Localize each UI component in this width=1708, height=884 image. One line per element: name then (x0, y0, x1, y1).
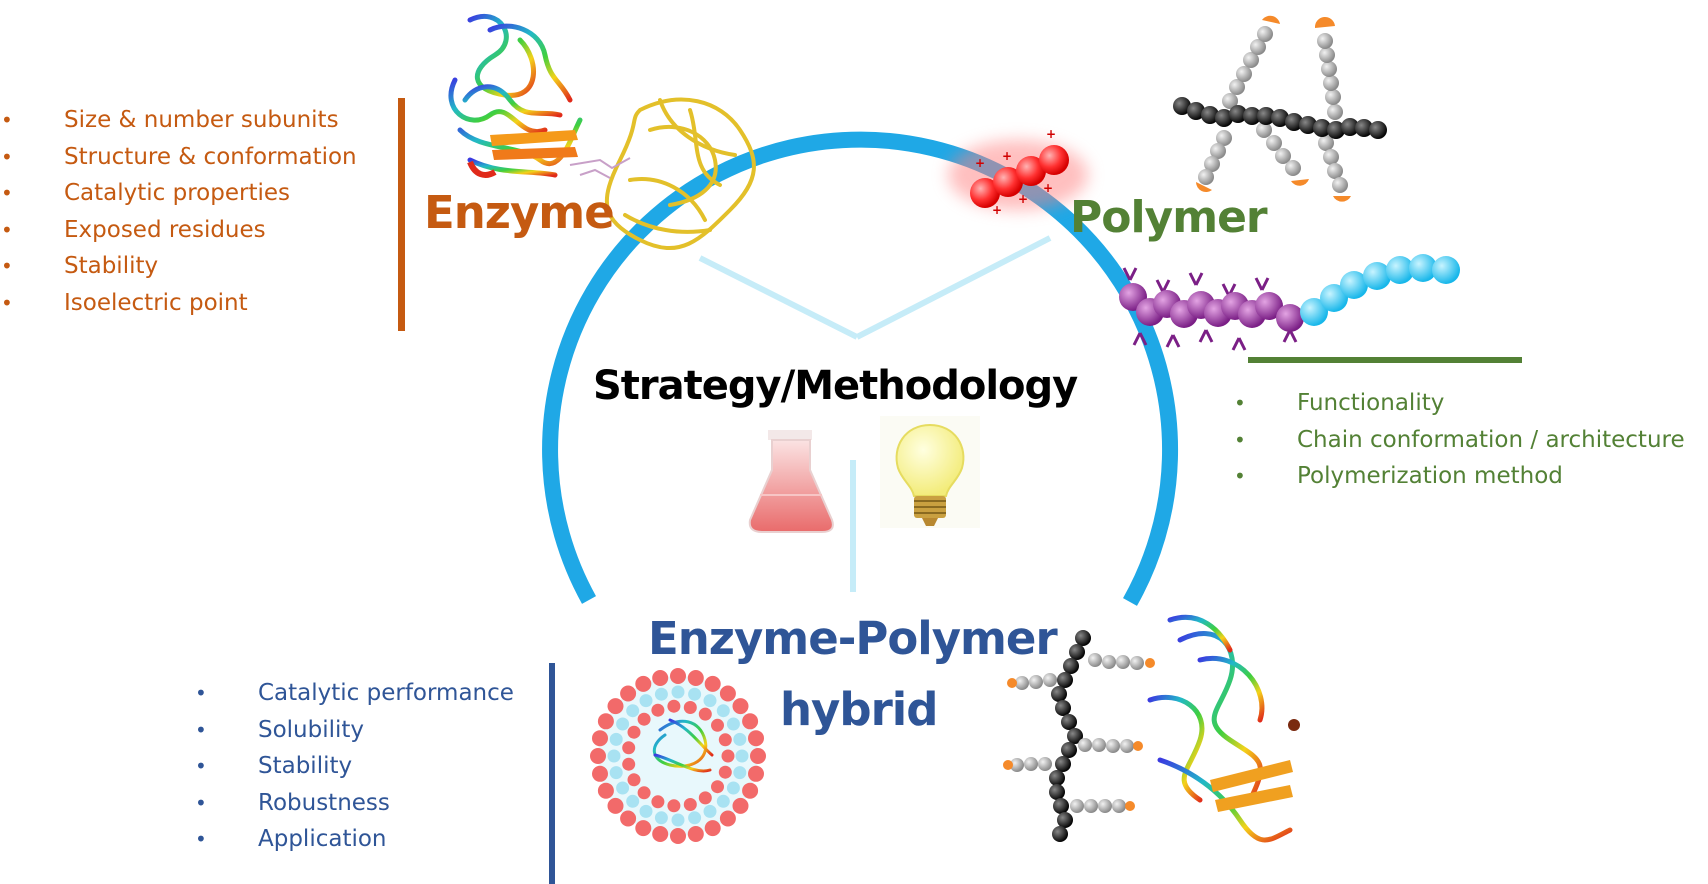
bullet-icon: • (1234, 391, 1246, 415)
strategy-methodology-title: Strategy/Methodology (593, 363, 1078, 409)
list-item-label: Stability (64, 253, 159, 279)
svg-text:+: + (975, 156, 985, 170)
svg-text:+: + (1002, 149, 1012, 163)
list-item-label: Catalytic performance (258, 680, 514, 706)
enzyme-ribbon-rainbow-icon (448, 13, 583, 178)
bullet-icon: • (1234, 464, 1246, 488)
bullet-icon: • (195, 827, 207, 851)
block-copolymer-icon (1119, 254, 1460, 351)
polymer-divider (1248, 357, 1522, 363)
bullet-icon: • (1, 108, 13, 132)
list-item-label: Stability (258, 753, 353, 779)
list-item: • Structure & conformation (1, 139, 357, 176)
bullet-icon: • (1234, 427, 1246, 452)
bullet-icon: • (1, 181, 13, 205)
list-item: • Application (195, 821, 514, 858)
list-item: • Stability (1, 248, 357, 285)
list-item: • Functionality (1234, 385, 1685, 422)
polymer-properties-list: • Functionality • Chain conformation / arc… (1234, 385, 1685, 495)
enzyme-divider (398, 98, 405, 331)
enzyme-polymer-conjugate-icon (1003, 614, 1300, 843)
list-item: • Catalytic performance (195, 675, 514, 712)
bullet-icon: • (195, 754, 207, 778)
hybrid-properties-list: • Catalytic performance • Solubility • Stab… (195, 675, 514, 858)
list-item: • Size & number subunits (1, 102, 357, 139)
list-item: • Polymerization method (1234, 458, 1685, 495)
red-glow-chain-icon: + + + + + + (948, 127, 1088, 217)
lightbulb-icon (880, 416, 980, 528)
list-item: • Robustness (195, 785, 514, 822)
list-item: • Stability (195, 748, 514, 785)
enzyme-properties-list: • Size & number subunits • Structure & con… (1, 102, 357, 322)
connector-lines (698, 235, 1052, 592)
list-item-label: Functionality (1297, 390, 1445, 416)
list-item: • Exposed residues (1, 212, 357, 249)
polymer-title: Polymer (1070, 192, 1268, 243)
list-item: • Chain conformation / architecture (1234, 422, 1685, 459)
enzyme-structure-yellow-icon (605, 97, 756, 251)
hybrid-title-line1: Enzyme-Polymer (648, 612, 1058, 665)
list-item-label: Isoelectric point (64, 289, 248, 316)
list-item-label: Size & number subunits (64, 107, 339, 133)
list-item-label: Robustness (258, 789, 390, 816)
bullet-icon: • (195, 681, 207, 705)
list-item-label: Chain conformation / architecture (1297, 426, 1685, 453)
list-item-label: Application (258, 826, 387, 852)
branched-polymer-icon (1173, 15, 1387, 202)
svg-text:+: + (1043, 181, 1053, 195)
enzyme-title: Enzyme (424, 186, 615, 239)
list-item-label: Structure & conformation (64, 143, 357, 170)
micelle-hybrid-icon (590, 668, 766, 844)
list-item: • Solubility (195, 712, 514, 749)
enzyme-ribbon-strands (467, 130, 578, 178)
svg-text:+: + (1046, 127, 1056, 141)
list-item-label: Solubility (258, 716, 365, 743)
list-item-label: Catalytic properties (64, 180, 291, 206)
bullet-icon: • (195, 790, 207, 815)
enzyme-structure-sticks (569, 157, 631, 179)
list-item-label: Exposed residues (64, 216, 266, 243)
cycle-ring-arc (542, 131, 1179, 606)
bullet-icon: • (1, 217, 13, 242)
bullet-icon: • (1, 290, 13, 315)
hybrid-title-line2: hybrid (780, 683, 938, 736)
svg-text:+: + (992, 203, 1002, 217)
list-item: • Isoelectric point (1, 285, 357, 322)
bullet-icon: • (195, 717, 207, 742)
list-item: • Catalytic properties (1, 175, 357, 212)
hybrid-divider (549, 663, 555, 884)
svg-text:+: + (1018, 192, 1028, 206)
bullet-icon: • (1, 254, 13, 278)
list-item-label: Polymerization method (1297, 463, 1563, 489)
bullet-icon: • (1, 144, 13, 169)
flask-icon (748, 430, 834, 533)
